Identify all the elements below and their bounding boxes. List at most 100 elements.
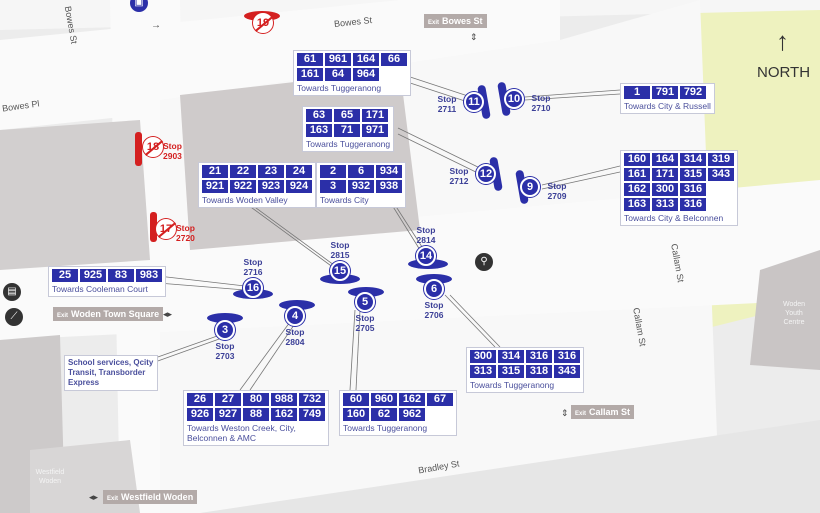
route-number[interactable]: 318 xyxy=(526,365,552,378)
route-number[interactable]: 24 xyxy=(286,165,312,178)
stop-marker[interactable]: 3 xyxy=(215,320,235,340)
route-number[interactable]: 64 xyxy=(325,68,351,81)
route-number[interactable]: 67 xyxy=(427,393,453,406)
stop-marker[interactable]: 16 xyxy=(243,278,263,298)
route-number[interactable]: 164 xyxy=(652,153,678,166)
route-number[interactable]: 161 xyxy=(624,168,650,181)
route-number[interactable]: 61 xyxy=(297,53,323,66)
route-number[interactable]: 923 xyxy=(258,180,284,193)
closed-stop-marker[interactable]: 18 xyxy=(143,137,163,157)
route-number[interactable]: 988 xyxy=(271,393,297,406)
route-number[interactable]: 732 xyxy=(299,393,325,406)
stop-label: Stop 2903 xyxy=(163,141,182,161)
route-number[interactable]: 83 xyxy=(108,269,134,282)
route-number[interactable]: 2 xyxy=(320,165,346,178)
route-number[interactable]: 960 xyxy=(371,393,397,406)
route-number[interactable]: 314 xyxy=(498,350,524,363)
route-number[interactable]: 71 xyxy=(334,124,360,137)
route-number[interactable]: 315 xyxy=(498,365,524,378)
stop-marker[interactable]: 12 xyxy=(476,164,496,184)
route-number[interactable]: 927 xyxy=(215,408,241,421)
route-number[interactable]: 63 xyxy=(306,109,332,122)
route-number[interactable]: 313 xyxy=(470,365,496,378)
route-number[interactable]: 316 xyxy=(680,183,706,196)
route-number[interactable]: 343 xyxy=(708,168,734,181)
route-number[interactable]: 983 xyxy=(136,269,162,282)
route-number[interactable]: 161 xyxy=(297,68,323,81)
stop-label: Stop 2712 xyxy=(449,166,469,186)
closed-stop-marker[interactable]: 17 xyxy=(156,219,176,239)
route-number[interactable]: 749 xyxy=(299,408,325,421)
route-number[interactable]: 316 xyxy=(680,198,706,211)
route-number[interactable]: 791 xyxy=(652,86,678,99)
route-number[interactable]: 962 xyxy=(399,408,425,421)
route-number[interactable]: 162 xyxy=(271,408,297,421)
route-number[interactable]: 160 xyxy=(343,408,369,421)
route-number[interactable]: 792 xyxy=(680,86,706,99)
route-number[interactable]: 316 xyxy=(554,350,580,363)
route-number[interactable]: 3 xyxy=(320,180,346,193)
route-number[interactable]: 163 xyxy=(306,124,332,137)
route-number[interactable]: 315 xyxy=(680,168,706,181)
route-number[interactable]: 925 xyxy=(80,269,106,282)
route-number[interactable]: 23 xyxy=(258,165,284,178)
route-number[interactable]: 6 xyxy=(348,165,374,178)
stop-marker[interactable]: 5 xyxy=(355,292,375,312)
stop-label: Stop 2709 xyxy=(547,181,567,201)
route-number[interactable]: 921 xyxy=(202,180,228,193)
left-right-arrow-icon: ◂▸ xyxy=(89,492,99,502)
route-number[interactable]: 60 xyxy=(343,393,369,406)
stop-marker[interactable]: 9 xyxy=(520,177,540,197)
north-label: NORTH xyxy=(757,64,811,81)
route-number[interactable]: 27 xyxy=(215,393,241,406)
route-number[interactable]: 26 xyxy=(187,393,213,406)
route-number[interactable]: 313 xyxy=(652,198,678,211)
search-info-icon[interactable]: ⚲ xyxy=(475,253,493,271)
route-number[interactable]: 922 xyxy=(230,180,256,193)
route-number[interactable]: 300 xyxy=(652,183,678,196)
route-number[interactable]: 22 xyxy=(230,165,256,178)
route-number[interactable]: 1 xyxy=(624,86,650,99)
route-number[interactable]: 25 xyxy=(52,269,78,282)
route-number[interactable]: 924 xyxy=(286,180,312,193)
route-number[interactable]: 21 xyxy=(202,165,228,178)
route-number[interactable]: 961 xyxy=(325,53,351,66)
stop-marker[interactable]: 15 xyxy=(330,261,350,281)
route-number[interactable]: 964 xyxy=(353,68,379,81)
route-destination: Towards City xyxy=(320,195,369,205)
route-number[interactable]: 319 xyxy=(708,153,734,166)
route-number[interactable]: 160 xyxy=(624,153,650,166)
route-destination: Towards Tuggeranong xyxy=(343,423,428,433)
closed-stop-marker[interactable]: 19 xyxy=(253,13,273,33)
route-number[interactable]: 971 xyxy=(362,124,388,137)
route-number[interactable]: 171 xyxy=(362,109,388,122)
stop-marker[interactable]: 11 xyxy=(464,92,484,112)
route-number[interactable]: 316 xyxy=(526,350,552,363)
route-number[interactable]: 163 xyxy=(624,198,650,211)
route-number[interactable]: 314 xyxy=(680,153,706,166)
route-number[interactable]: 300 xyxy=(470,350,496,363)
route-number[interactable]: 926 xyxy=(187,408,213,421)
route-number[interactable]: 938 xyxy=(376,180,402,193)
route-number[interactable]: 164 xyxy=(353,53,379,66)
route-number[interactable]: 80 xyxy=(243,393,269,406)
stop-marker[interactable]: 6 xyxy=(424,279,444,299)
route-number[interactable]: 162 xyxy=(624,183,650,196)
stop-marker[interactable]: 4 xyxy=(285,306,305,326)
route-number[interactable]: 932 xyxy=(348,180,374,193)
route-number[interactable]: 343 xyxy=(554,365,580,378)
route-number[interactable]: 62 xyxy=(371,408,397,421)
route-number[interactable]: 162 xyxy=(399,393,425,406)
route-number[interactable]: 66 xyxy=(381,53,407,66)
route-number[interactable]: 88 xyxy=(243,408,269,421)
route-number[interactable]: 934 xyxy=(376,165,402,178)
route-number[interactable]: 65 xyxy=(334,109,360,122)
stop-marker[interactable]: 14 xyxy=(416,246,436,266)
stop-marker[interactable]: 10 xyxy=(504,89,524,109)
route-number[interactable]: 171 xyxy=(652,168,678,181)
